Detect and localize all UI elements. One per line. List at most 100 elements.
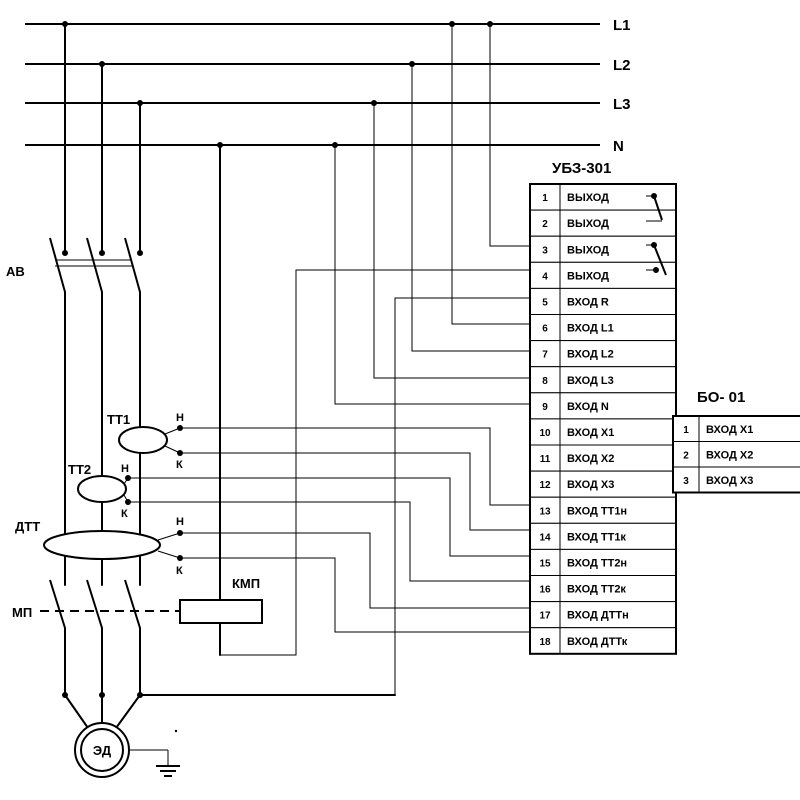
dot	[177, 450, 183, 456]
terminal-name: ВХОД ДТТк	[567, 636, 628, 648]
contactor-blade-c	[124, 579, 141, 629]
terminal-name: ВЫХОД	[567, 192, 609, 204]
ct1-end-label: К	[176, 459, 183, 471]
dot	[449, 21, 455, 27]
wire-r-input	[394, 297, 530, 695]
contactor-blade-b	[86, 579, 103, 629]
dot	[177, 425, 183, 431]
stray-mark	[174, 729, 178, 733]
dot	[217, 142, 223, 148]
terminal-number: 7	[542, 350, 548, 361]
terminal-name: ВХОД ТТ1н	[567, 505, 627, 517]
dot	[99, 692, 105, 698]
dtt-ring	[43, 530, 161, 560]
terminal-number: 9	[542, 402, 548, 413]
dot	[332, 142, 338, 148]
terminal-name-cell	[559, 287, 677, 315]
bus-label-l1: L1	[613, 17, 631, 34]
terminal-name-cell	[559, 548, 677, 577]
terminal-name: ВХОД L3	[567, 375, 614, 387]
terminal-number: 4	[542, 271, 548, 282]
terminal-number-cell	[529, 235, 561, 263]
dot	[137, 250, 143, 256]
dot	[371, 100, 377, 106]
terminal-number: 15	[539, 558, 551, 569]
terminal-name: ВХОД ТТ1к	[567, 531, 626, 543]
bo-title: БО- 01	[697, 389, 745, 406]
breaker-blade-a	[49, 237, 66, 293]
terminal-name-cell	[698, 415, 800, 442]
relay1-blade	[653, 195, 663, 221]
ubz-terminal-18: 18 ВХОД ДТТк	[529, 627, 677, 655]
terminal-number: 3	[542, 245, 548, 256]
terminal-name: ВХОД L1	[567, 323, 614, 335]
terminal-name: ВЫХОД	[567, 270, 609, 282]
terminal-name: ВХОД ТТ2н	[567, 557, 627, 569]
motor-feed-c	[115, 694, 141, 729]
buses	[25, 23, 600, 146]
dtt-lead-start	[157, 532, 181, 541]
terminal-number-cell	[529, 392, 561, 420]
ct2-ring	[77, 475, 127, 503]
bo-outline	[672, 415, 800, 494]
wire-tt2-end	[128, 501, 530, 582]
motor-inner-ring	[80, 728, 124, 772]
dot	[99, 61, 105, 67]
ct2-end-label: К	[121, 508, 128, 520]
ubz-terminal-14: 14 ВХОД ТТ1к	[529, 522, 677, 550]
dot	[62, 692, 68, 698]
dot	[62, 21, 68, 27]
terminal-number: 2	[542, 219, 548, 230]
dot	[125, 475, 131, 481]
breaker-av	[49, 237, 141, 293]
terminal-name-cell	[559, 601, 677, 629]
terminal-number: 1	[683, 425, 689, 436]
relay-contacts	[646, 193, 667, 276]
dtt-lead-end	[157, 550, 181, 559]
bus-label-n: N	[613, 138, 624, 155]
dot	[177, 530, 183, 536]
terminal-name-cell	[559, 444, 677, 472]
motor-label: ЭД	[93, 743, 112, 758]
relay2-blade	[653, 244, 667, 276]
wire-l1-to-out3	[489, 24, 530, 247]
relay2-dot-2	[653, 267, 659, 273]
relay2-dot	[651, 242, 657, 248]
terminal-name-cell	[559, 314, 677, 342]
dot	[137, 692, 143, 698]
terminal-name: ВХОД N	[567, 401, 609, 413]
terminal-number: 18	[539, 637, 551, 648]
terminal-name: ВХОД R	[567, 296, 609, 308]
bus-label-l3: L3	[613, 96, 631, 113]
terminal-number: 1	[542, 193, 548, 204]
terminal-name: ВХОД L2	[567, 349, 614, 361]
ubz-terminal-7: 7 ВХОД L2	[529, 340, 677, 368]
bus-label-l2: L2	[613, 57, 631, 74]
wire-l1-input	[451, 24, 530, 325]
ubz-terminal-4: 4 ВЫХОД	[529, 261, 677, 289]
wire-tt2-start	[128, 477, 530, 557]
terminal-number: 14	[539, 532, 551, 543]
contactor-blade-a	[49, 579, 66, 629]
ct1-label: ТТ1	[107, 412, 130, 427]
dtt-start-label: Н	[176, 516, 184, 528]
terminal-number: 17	[539, 611, 551, 622]
wire-dtt-start	[180, 532, 530, 609]
wire-l2-input	[411, 64, 530, 352]
dot	[487, 21, 493, 27]
terminal-number-cell	[529, 575, 561, 603]
dot	[125, 499, 131, 505]
dot	[137, 100, 143, 106]
contactor-mp	[40, 579, 180, 629]
